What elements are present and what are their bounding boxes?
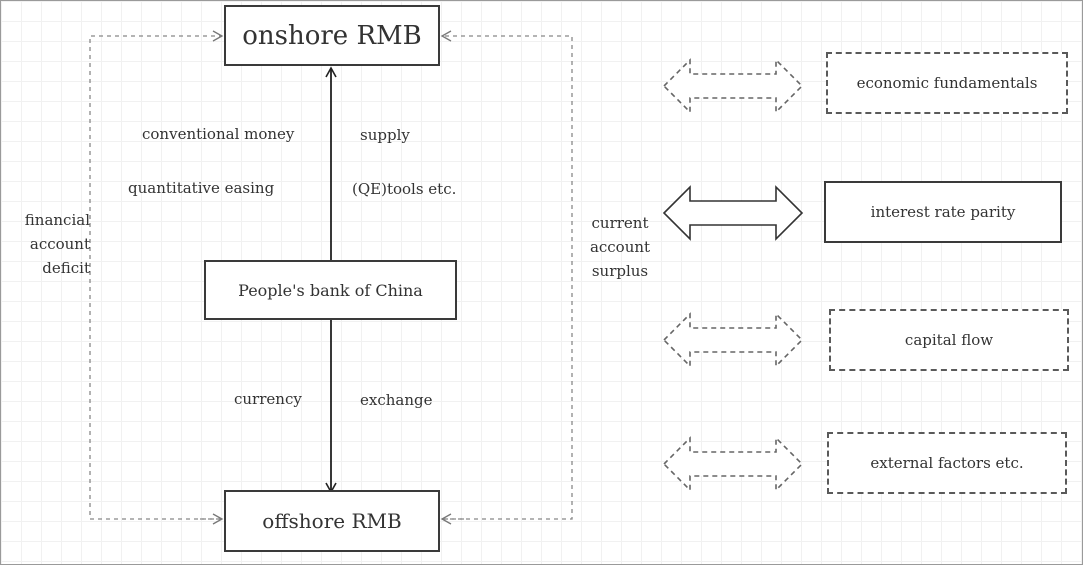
label-financial-account-deficit: financial account deficit	[0, 208, 90, 280]
double-arrow-external-factors	[662, 436, 804, 492]
capital-flow-label: capital flow	[904, 331, 994, 349]
interest-rate-parity-label: interest rate parity	[870, 203, 1016, 221]
double-arrow-economic-fundamentals	[662, 58, 804, 114]
loop-current-account-surplus	[440, 30, 573, 520]
double-arrow-capital-flow	[662, 312, 804, 368]
offshore-rmb-label: offshore RMB	[262, 509, 402, 533]
label-exchange: exchange	[360, 391, 433, 409]
external-factors-box: external factors etc.	[827, 432, 1067, 494]
label-financial: financial	[24, 211, 90, 229]
label-current-account-surplus: current account surplus	[580, 211, 660, 283]
label-deficit: deficit	[42, 259, 90, 277]
double-arrow-interest-rate-parity	[662, 185, 804, 241]
economic-fundamentals-label: economic fundamentals	[856, 74, 1038, 92]
interest-rate-parity-box: interest rate parity	[824, 181, 1062, 243]
economic-fundamentals-box: economic fundamentals	[826, 52, 1068, 114]
label-account-right: account	[589, 238, 651, 256]
loop-financial-account-deficit	[89, 30, 224, 520]
onshore-rmb-box: onshore RMB	[224, 5, 440, 66]
label-conventional-money: conventional money	[142, 125, 295, 143]
capital-flow-box: capital flow	[829, 309, 1069, 371]
label-surplus: surplus	[591, 262, 649, 280]
label-current: current	[591, 214, 649, 232]
onshore-rmb-label: onshore RMB	[242, 20, 422, 51]
label-currency: currency	[234, 390, 302, 408]
label-qe-tools: (QE)tools etc.	[352, 180, 457, 198]
external-factors-label: external factors etc.	[870, 454, 1024, 472]
pboc-box: People's bank of China	[204, 260, 457, 320]
label-quantitative-easing: quantitative easing	[128, 179, 275, 197]
label-account-left: account	[29, 235, 90, 253]
label-supply: supply	[360, 126, 410, 144]
offshore-rmb-box: offshore RMB	[224, 490, 440, 552]
pboc-label: People's bank of China	[238, 280, 423, 300]
